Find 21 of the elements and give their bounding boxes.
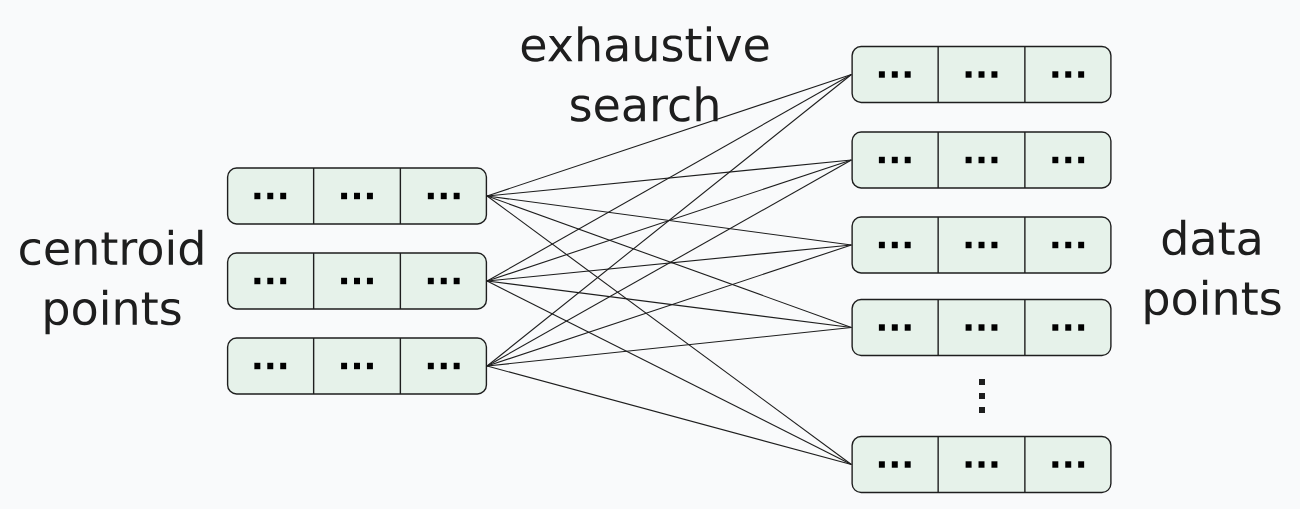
connector-line — [486, 159, 852, 367]
connector-line — [486, 244, 852, 282]
connector-line — [486, 280, 852, 466]
group-label: data points — [1145, 219, 1281, 325]
vector-row: ... ... ... — [851, 298, 1112, 357]
vector-row: ... ... ... — [226, 337, 488, 395]
connector-line — [486, 365, 852, 466]
group-label: centroid points — [20, 229, 203, 335]
vector-row: ... ... ... — [851, 45, 1112, 104]
connector-line — [486, 195, 852, 466]
vector-row: ... ... ... — [226, 252, 488, 310]
vector-row: ... ... ... — [851, 131, 1112, 189]
connector-line — [486, 195, 852, 329]
connector-line — [486, 326, 852, 367]
vector-row: ... ... ... — [851, 435, 1112, 494]
vector-row: ... ... ... — [851, 216, 1112, 274]
connector-line — [486, 159, 852, 197]
connector-line — [486, 73, 852, 282]
annotation-text: exhaustive search — [521, 26, 769, 122]
connector-line — [486, 73, 852, 367]
vector-row: ... ... ... — [226, 167, 488, 225]
